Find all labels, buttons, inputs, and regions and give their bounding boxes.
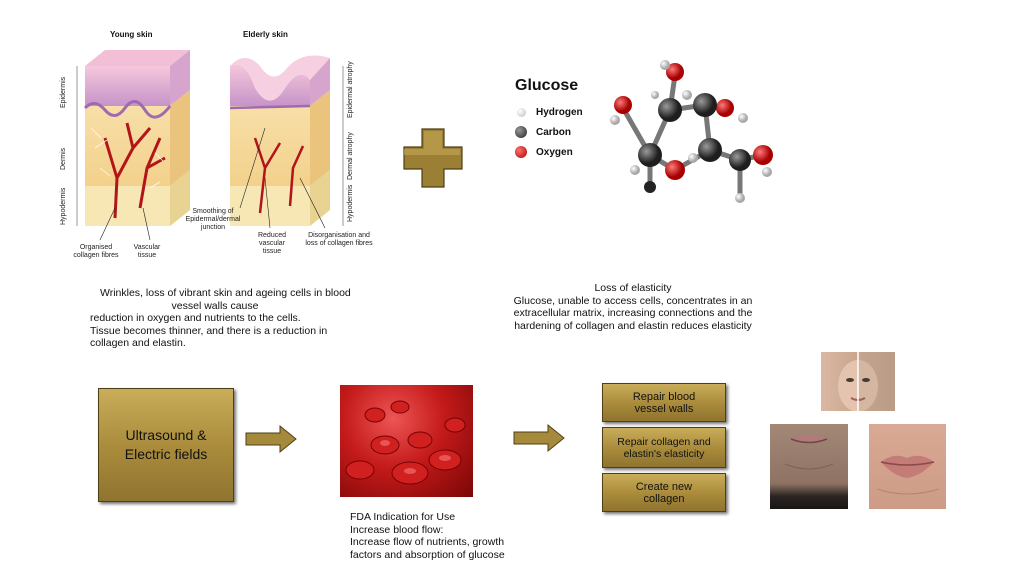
skin-diagram (55, 28, 385, 268)
elderly-skin-title: Elderly skin (243, 30, 288, 39)
legend-label-oxygen: Oxygen (536, 146, 573, 158)
face-split-photo (821, 352, 895, 411)
glucose-legend: Hydrogen Carbon Oxygen (515, 102, 605, 162)
new-collagen-box: Create new collagen (602, 473, 726, 512)
carbon-swatch-icon (515, 126, 527, 138)
new-collagen-label: Create new collagen (635, 480, 693, 505)
fda-line2: Increase blood flow: (350, 523, 444, 536)
legend-label-hydrogen: Hydrogen (536, 106, 583, 118)
repair-collagen-box: Repair collagen and elastin's elasticity (602, 427, 726, 468)
smoothing-label: Smoothing of Epidermal/dermal junction (185, 208, 241, 231)
glucose-molecule-illustration (610, 60, 773, 203)
legend-item-carbon: Carbon (515, 122, 605, 142)
left-desc-line5: collagen and elastin. (90, 337, 186, 349)
right-hypodermis-label: Hypodermis (347, 184, 354, 222)
hydrogen-swatch-icon (517, 107, 526, 117)
legend-label-carbon: Carbon (536, 126, 571, 138)
glucose-title: Glucose (515, 77, 579, 94)
right-desc-line2: Glucose, unable to access cells, concent… (513, 294, 753, 307)
skin-diagram-illustration (76, 50, 344, 241)
right-description: Loss of elasticity Glucose, unable to ac… (478, 282, 788, 332)
left-desc-line2: vessel walls cause (171, 299, 259, 312)
lips-before-photo (770, 424, 848, 509)
organised-collagen-label: Organised collagen fibres (73, 244, 119, 259)
epidermis-label: Epidermis (60, 76, 67, 108)
legend-item-hydrogen: Hydrogen (515, 102, 605, 122)
left-desc-line3: reduction in oxygen and nutrients to the… (90, 312, 301, 324)
lips-after-photo (869, 424, 946, 509)
reduced-vascular-label: Reduced vascular tissue (257, 232, 287, 255)
left-desc-line1: Wrinkles, loss of vibrant skin and agein… (100, 287, 351, 299)
right-desc-line4: hardening of collagen and elastin reduce… (514, 319, 752, 332)
hypodermis-label: Hypodermis (60, 187, 67, 225)
epidermal-atrophy-label: Epidermal atrophy (347, 61, 354, 118)
vascular-tissue-label: Vascular tissue (133, 244, 161, 259)
ultrasound-box: Ultrasound & Electric fields (98, 388, 234, 502)
glucose-molecule (595, 60, 785, 210)
right-desc-line1: Loss of elasticity (594, 282, 672, 294)
oxygen-swatch-icon (515, 146, 527, 158)
fda-line3: Increase flow of nutrients, growth (350, 536, 505, 548)
plus-icon (400, 125, 466, 191)
left-description: Wrinkles, loss of vibrant skin and agein… (90, 287, 390, 350)
fda-description: FDA Indication for Use Increase blood fl… (350, 511, 570, 561)
repair-vessel-label: Repair blood vessel walls (632, 390, 696, 415)
arrow-right-icon-2 (512, 422, 567, 454)
fda-line1: FDA Indication for Use (350, 511, 456, 523)
young-skin-title: Young skin (110, 30, 153, 39)
fda-line4: factors and absorption of glucose (350, 548, 505, 561)
repair-collagen-label: Repair collagen and elastin's elasticity (617, 435, 711, 460)
dermal-atrophy-label: Dermal atrophy (347, 132, 354, 180)
right-desc-line3: extracellular matrix, increasing connect… (513, 307, 753, 319)
legend-item-oxygen: Oxygen (515, 142, 605, 162)
disorganisation-label: Disorganisation and loss of collagen fib… (305, 232, 373, 247)
dermis-label: Dermis (60, 147, 67, 170)
blood-cells-image (340, 385, 473, 497)
left-desc-line4: Tissue becomes thinner, and there is a r… (90, 324, 328, 337)
arrow-right-icon (244, 423, 299, 455)
ultrasound-label: Ultrasound & Electric fields (124, 427, 208, 462)
repair-vessel-box: Repair blood vessel walls (602, 383, 726, 422)
